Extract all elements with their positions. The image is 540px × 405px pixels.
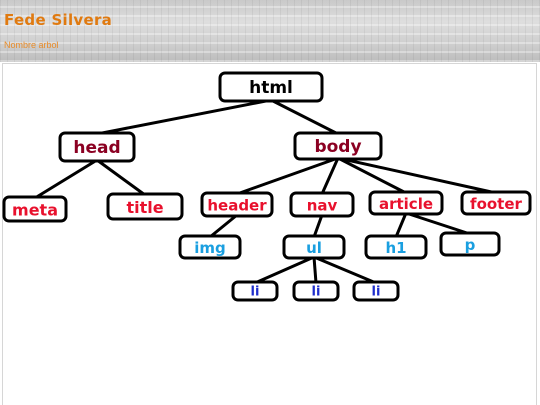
- edge-body-header: [235, 156, 340, 196]
- node-box-nav: [289, 191, 355, 218]
- node-box-title: [106, 192, 184, 221]
- node-box-li1: [231, 280, 279, 302]
- edge-body-nav: [320, 156, 340, 196]
- node-label-li3: li: [372, 285, 381, 300]
- node-label-article: article: [379, 195, 433, 213]
- node-box-body: [293, 131, 383, 161]
- node-box-li3: [352, 280, 400, 302]
- edge-body-article: [336, 156, 408, 195]
- edge-html-body: [269, 98, 340, 136]
- node-box-img: [178, 234, 242, 260]
- node-box-li2: [292, 280, 340, 302]
- node-box-meta: [2, 195, 68, 223]
- node-label-nav: nav: [307, 197, 338, 215]
- node-box-header: [200, 191, 274, 218]
- node-label-li1: li: [251, 285, 260, 300]
- node-label-html: html: [249, 78, 293, 98]
- node-ul: ul: [282, 234, 346, 260]
- node-header: header: [200, 191, 274, 218]
- node-label-body: body: [314, 137, 361, 157]
- edge-ul-li1: [253, 255, 316, 285]
- edge-nav-ul: [312, 213, 324, 239]
- tree-edges: [33, 98, 498, 285]
- edge-article-h1: [394, 211, 408, 239]
- node-label-p: p: [465, 236, 476, 254]
- node-label-head: head: [73, 138, 120, 158]
- site-header: Fede Silvera Nombre arbol: [0, 0, 540, 62]
- node-box-h1: [364, 234, 428, 260]
- edge-html-head: [95, 98, 273, 136]
- node-label-h1: h1: [385, 239, 406, 257]
- edge-article-p: [404, 211, 472, 236]
- node-box-article: [368, 190, 444, 216]
- edge-ul-li2: [312, 255, 318, 285]
- site-subtitle: Nombre arbol: [4, 40, 59, 50]
- node-title: title: [106, 192, 184, 221]
- node-li3: li: [352, 280, 400, 302]
- node-nav: nav: [289, 191, 355, 218]
- node-p: p: [439, 231, 501, 257]
- node-box-head: [58, 131, 136, 163]
- site-title[interactable]: Fede Silvera: [4, 11, 113, 29]
- node-label-header: header: [207, 197, 267, 215]
- edge-header-img: [208, 213, 239, 239]
- node-li2: li: [292, 280, 340, 302]
- edge-ul-li3: [312, 255, 378, 285]
- edge-head-title: [95, 158, 147, 197]
- node-label-footer: footer: [470, 195, 522, 213]
- node-label-li2: li: [312, 285, 321, 300]
- node-box-footer: [460, 190, 532, 216]
- node-label-img: img: [194, 239, 226, 257]
- edge-body-footer: [336, 156, 498, 195]
- tree-nodes: html head body meta title header nav article foo…: [2, 71, 532, 302]
- node-label-title: title: [126, 198, 163, 217]
- node-footer: footer: [460, 190, 532, 216]
- node-body: body: [293, 131, 383, 161]
- edge-head-meta: [33, 158, 99, 200]
- node-li1: li: [231, 280, 279, 302]
- node-box-ul: [282, 234, 346, 260]
- node-article: article: [368, 190, 444, 216]
- node-h1: h1: [364, 234, 428, 260]
- node-label-ul: ul: [306, 239, 322, 257]
- node-meta: meta: [2, 195, 68, 223]
- node-box-html: [218, 71, 324, 103]
- node-html: html: [218, 71, 324, 103]
- node-head: head: [58, 131, 136, 163]
- node-label-meta: meta: [12, 201, 58, 220]
- node-img: img: [178, 234, 242, 260]
- node-box-p: [439, 231, 501, 257]
